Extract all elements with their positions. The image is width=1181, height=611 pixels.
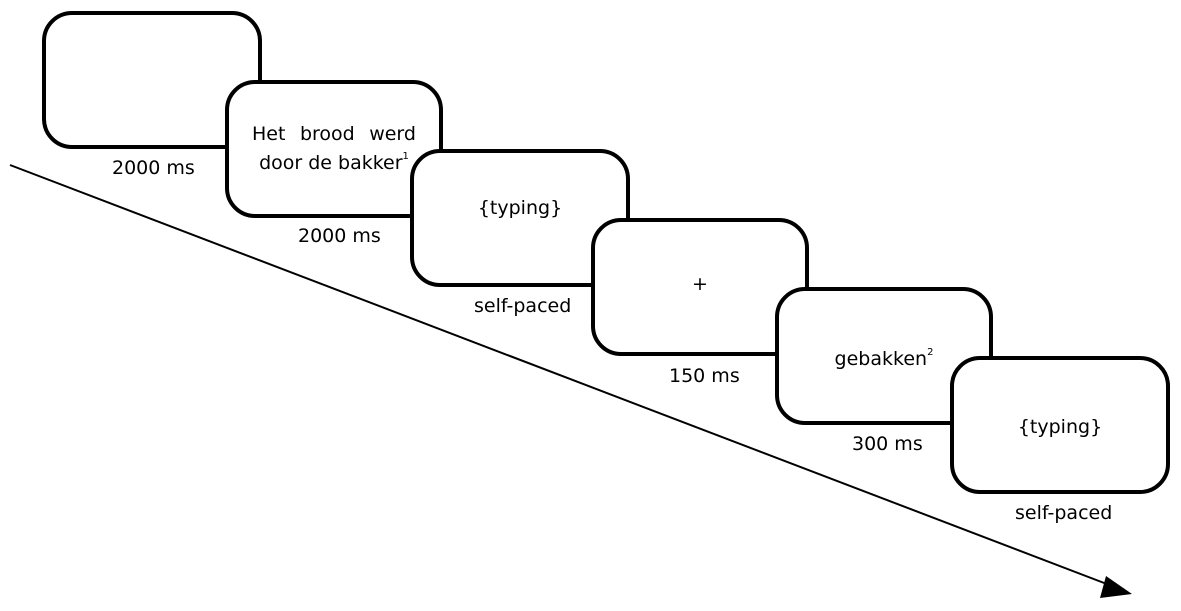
screen-duration-label: self-paced: [1015, 502, 1113, 524]
sentence-word: Het: [252, 123, 286, 145]
screen-duration-label: 2000 ms: [112, 157, 195, 179]
sentence-text: Het brood werd door de bakker1: [252, 120, 416, 178]
sentence-line-2-text: door de bakker: [259, 152, 403, 174]
sentence-line-2: door de bakker1: [252, 149, 416, 178]
target-word-text: gebakken: [834, 347, 928, 370]
sentence-line-1: Het brood werd: [252, 120, 416, 149]
sentence-word: brood: [299, 123, 355, 145]
sentence-word: werd: [369, 123, 416, 145]
typing-screen: {typing}: [950, 356, 1170, 494]
screen-duration-label: 300 ms: [852, 433, 923, 455]
screen-duration-label: self-paced: [474, 295, 572, 317]
footnote-marker: 2: [927, 346, 934, 358]
target-word: gebakken2: [835, 345, 934, 374]
screen-duration-label: 2000 ms: [298, 225, 381, 247]
fixation-screen: +: [591, 218, 809, 356]
screen-content: {typing}: [1017, 415, 1103, 438]
screen-duration-label: 150 ms: [669, 365, 740, 387]
footnote-marker: 1: [402, 151, 409, 162]
time-arrow-line: [9, 164, 1113, 587]
screen-content: {typing}: [477, 196, 563, 219]
fixation-cross: +: [692, 272, 708, 295]
time-arrow-head: [1100, 576, 1132, 598]
